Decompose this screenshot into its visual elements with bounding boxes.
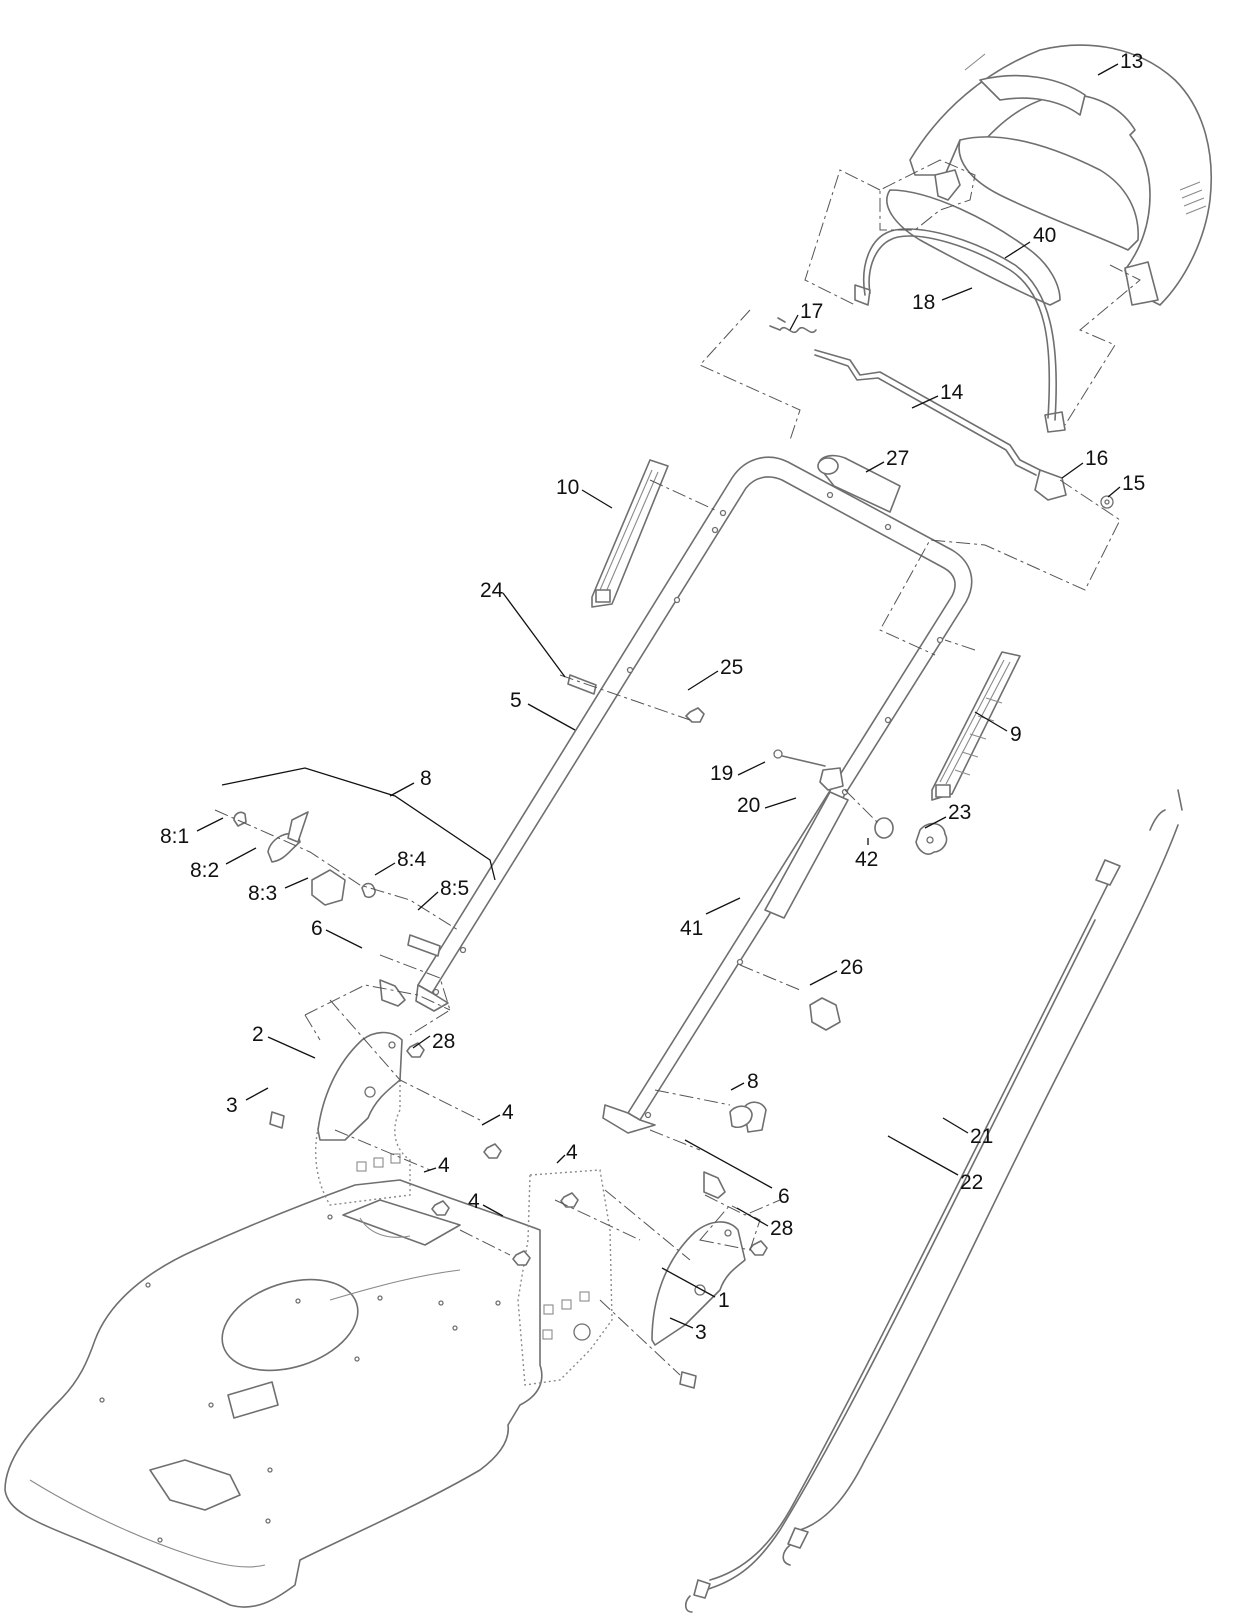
callout-16: 16 <box>1085 447 1108 470</box>
callout-28-left: 28 <box>432 1030 455 1053</box>
left-mount-bracket <box>317 1031 403 1141</box>
callout-26: 26 <box>840 956 863 979</box>
callout-19: 19 <box>710 762 733 785</box>
callout-6-left: 6 <box>311 917 323 940</box>
control-rod <box>769 317 1114 509</box>
hardware <box>233 674 948 1389</box>
callout-8-4: 8:4 <box>397 848 427 871</box>
callout-27: 27 <box>886 447 909 470</box>
callout-5: 5 <box>510 689 522 712</box>
callout-8-top: 8 <box>420 767 432 790</box>
callout-8-5: 8:5 <box>440 877 469 900</box>
handle-bail <box>909 44 1213 306</box>
bail-wire <box>854 228 1066 433</box>
phantom-lines <box>214 159 1141 1376</box>
callout-40: 40 <box>1033 224 1056 247</box>
callout-8-2: 8:2 <box>190 859 219 882</box>
callout-1: 1 <box>718 1289 730 1312</box>
callout-8-1: 8:1 <box>160 825 189 848</box>
right-side-panel <box>931 651 1021 801</box>
callout-2: 2 <box>252 1023 264 1046</box>
callout-labels: 13 40 18 17 14 16 15 27 10 24 25 5 9 8 8… <box>160 50 1145 1344</box>
callout-13: 13 <box>1120 50 1143 73</box>
callout-14: 14 <box>940 381 964 404</box>
cable-guide <box>817 454 901 513</box>
callout-41: 41 <box>680 917 703 940</box>
callout-4-b: 4 <box>566 1141 578 1164</box>
callout-24: 24 <box>480 579 504 602</box>
right-mount-bracket <box>651 1221 746 1346</box>
callout-20: 20 <box>737 794 760 817</box>
callout-42: 42 <box>855 848 878 871</box>
control-cables <box>684 789 1183 1613</box>
callout-4-c: 4 <box>438 1154 450 1177</box>
handle-frame <box>415 456 973 1134</box>
callout-8-3: 8:3 <box>248 882 277 905</box>
callout-17: 17 <box>800 300 823 323</box>
callout-23: 23 <box>948 801 971 824</box>
callout-3-left: 3 <box>226 1094 238 1117</box>
callout-28-right: 28 <box>770 1217 793 1240</box>
callout-4-d: 4 <box>468 1190 480 1213</box>
callout-3-right: 3 <box>695 1321 707 1344</box>
leader-lines <box>196 63 1121 1329</box>
callout-9: 9 <box>1010 723 1022 746</box>
callout-25: 25 <box>720 656 743 679</box>
deck-housing-bracket <box>315 1058 613 1386</box>
left-side-panel <box>591 459 669 608</box>
callout-10: 10 <box>556 476 579 499</box>
callout-6-right: 6 <box>778 1185 790 1208</box>
callout-4-a: 4 <box>502 1101 514 1124</box>
grip-insert <box>886 189 1061 306</box>
callout-18: 18 <box>912 291 935 314</box>
callout-22: 22 <box>960 1171 983 1194</box>
callout-8-bottom: 8 <box>747 1070 759 1093</box>
callout-15: 15 <box>1122 472 1145 495</box>
mower-deck <box>4 1179 543 1608</box>
callout-21: 21 <box>970 1125 993 1148</box>
